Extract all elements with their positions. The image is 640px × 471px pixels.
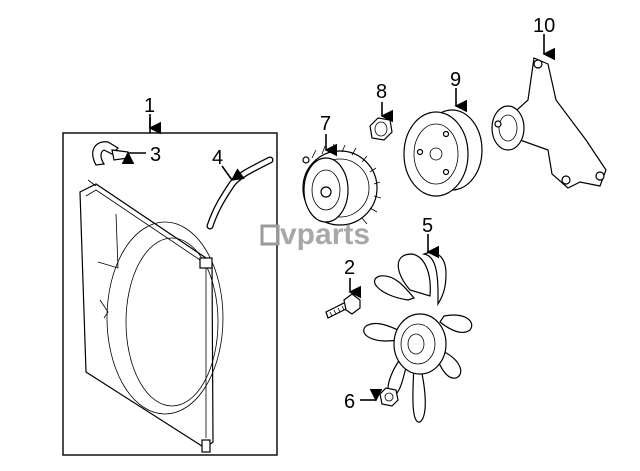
- bolt: [325, 293, 361, 319]
- assembly-group-box: [62, 132, 278, 456]
- callout-7: 7: [320, 113, 331, 135]
- watermark: vparts: [260, 218, 370, 251]
- callout-4: 4: [212, 147, 223, 169]
- callout-9: 9: [450, 69, 461, 91]
- fan-clutch: [302, 143, 382, 226]
- callout-2: 2: [344, 257, 355, 279]
- shroud-clip: [92, 141, 129, 166]
- watermark-text: vparts: [280, 218, 370, 251]
- overflow-hose: [206, 156, 274, 230]
- fan-bracket: [491, 57, 607, 189]
- fan-nut: [379, 387, 399, 407]
- callout-3: 3: [150, 144, 161, 166]
- callout-5: 5: [422, 215, 433, 237]
- callout-8: 8: [376, 81, 387, 103]
- watermark-logo-icon: [260, 224, 280, 246]
- fan-pulley: [403, 109, 483, 197]
- fan-shroud: [79, 179, 224, 453]
- callout-1: 1: [144, 95, 155, 117]
- callout-6: 6: [344, 391, 355, 413]
- leader-line-4: [221, 165, 245, 181]
- callout-10: 10: [533, 15, 555, 37]
- cooling-fan: [363, 252, 473, 423]
- hex-nut: [369, 117, 393, 141]
